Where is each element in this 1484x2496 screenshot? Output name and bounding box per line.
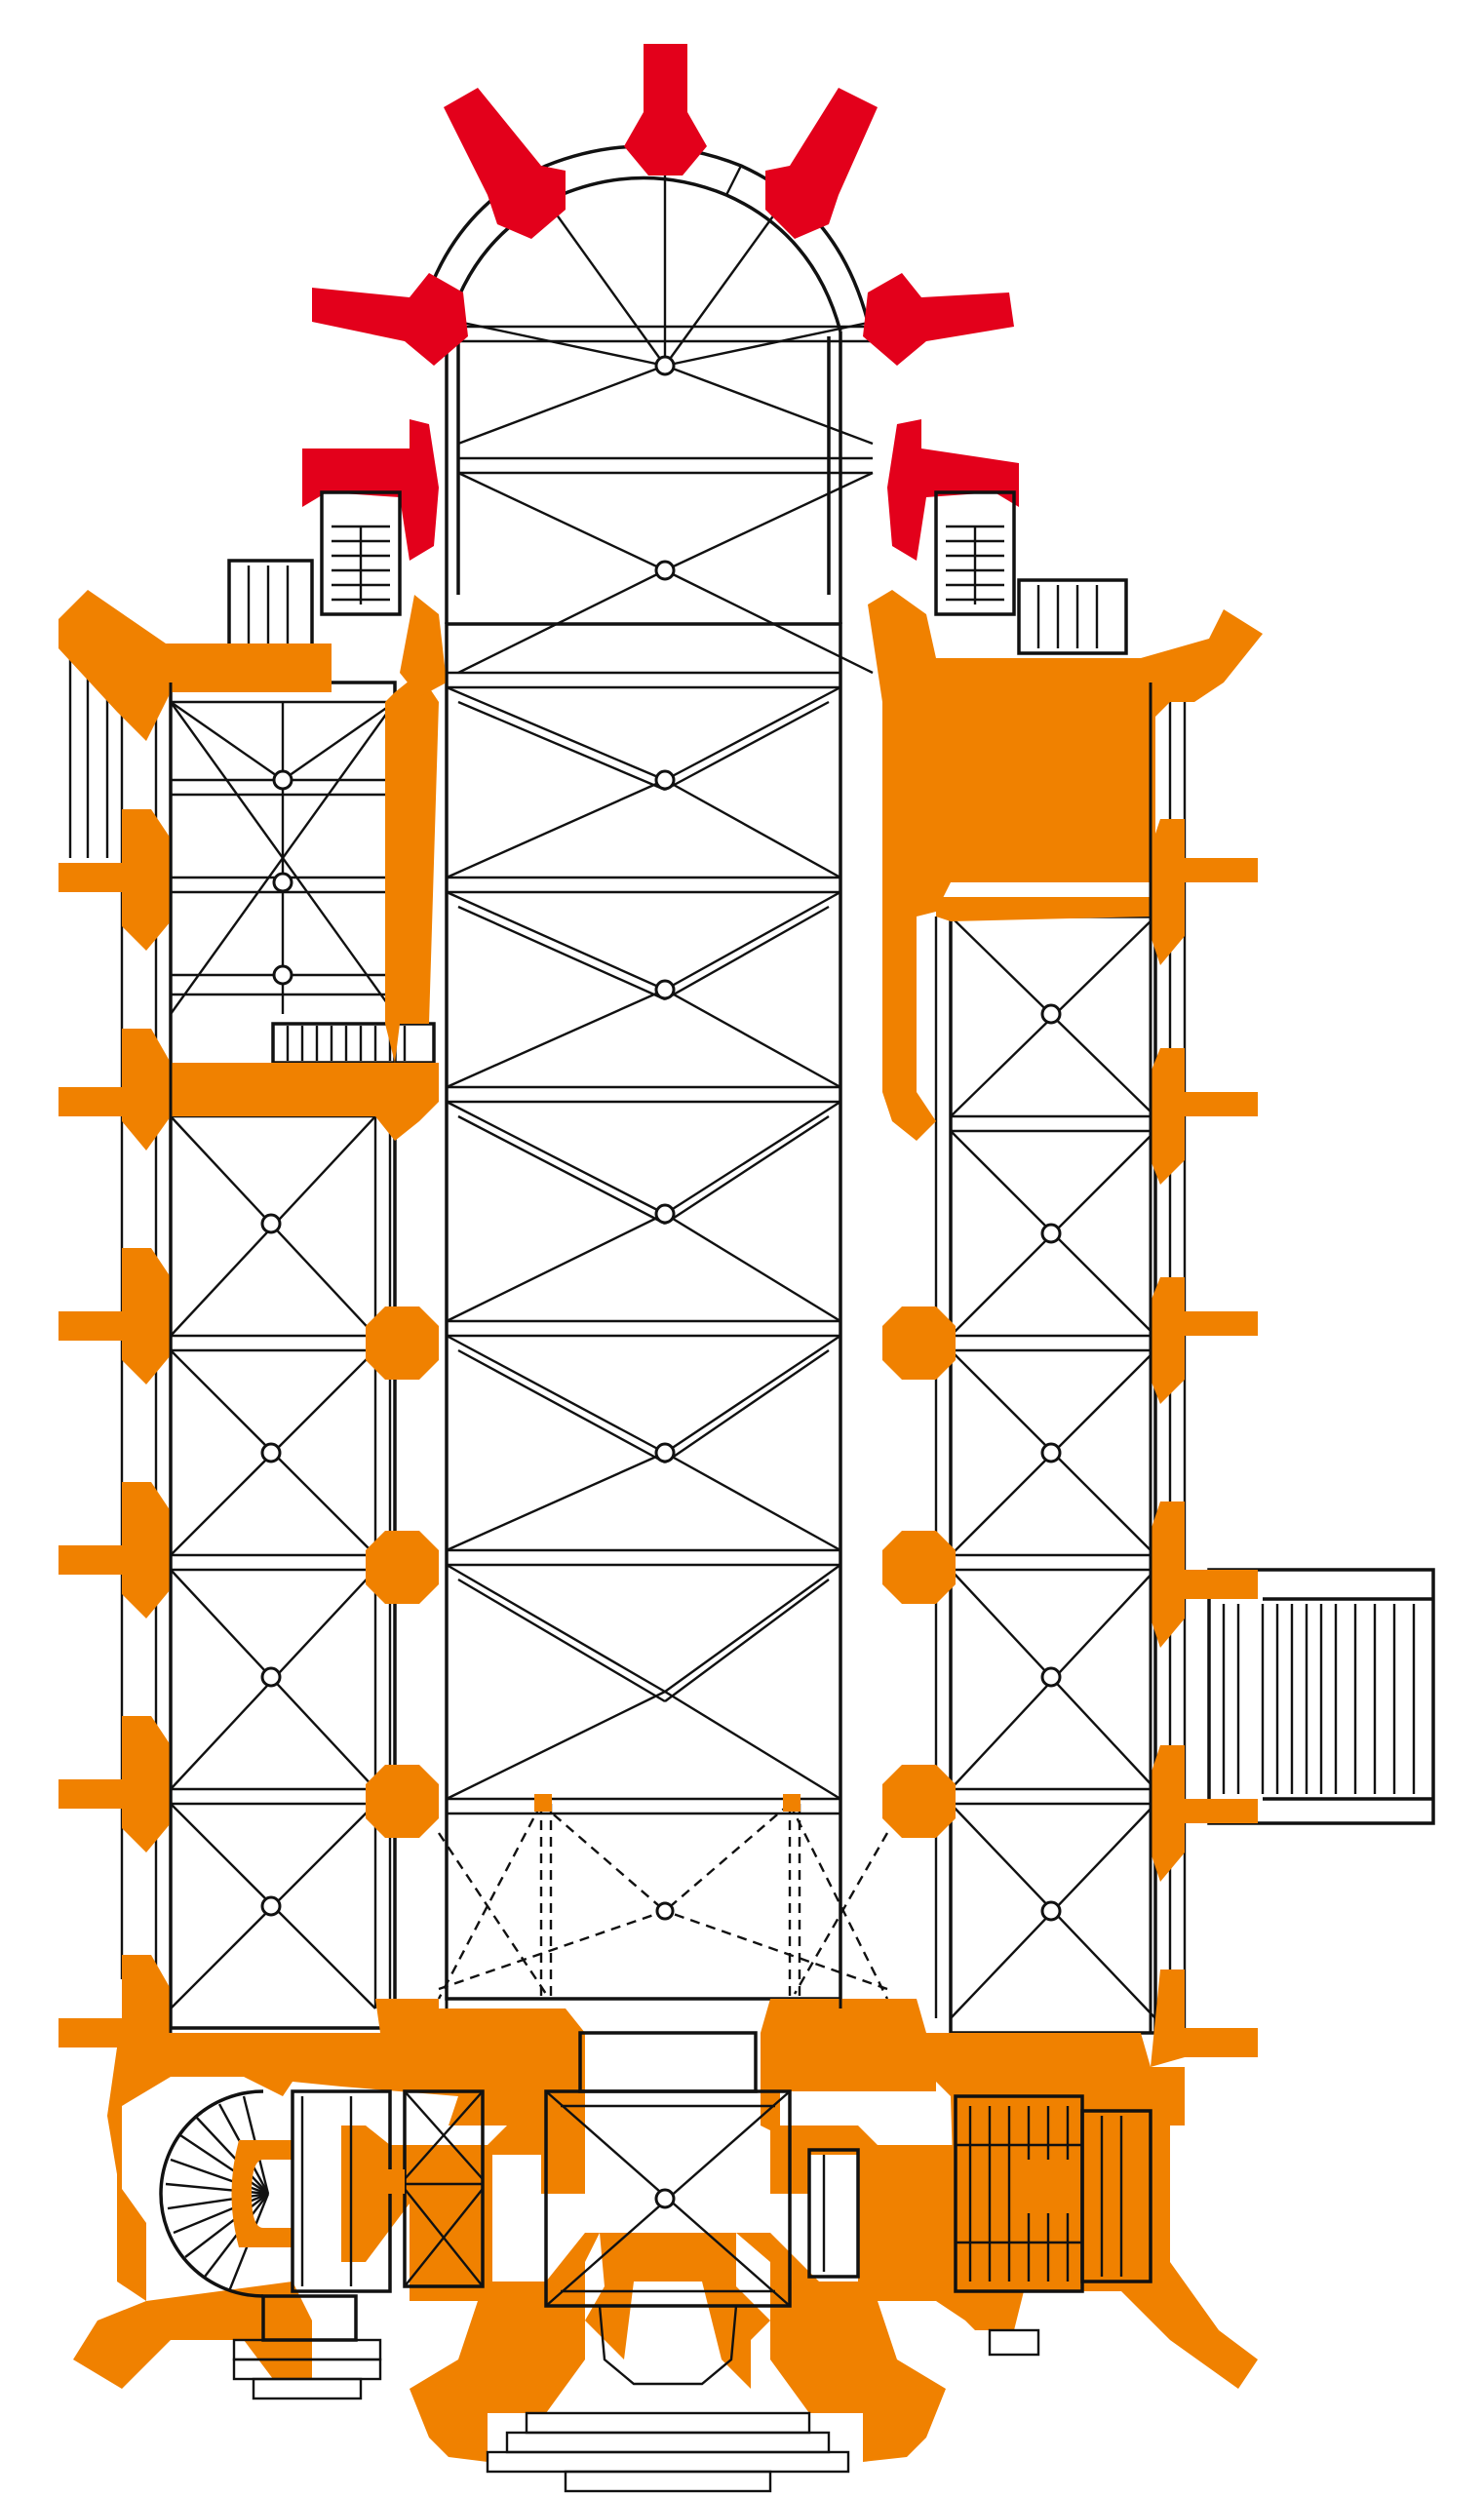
buttress-right [1151,1502,1258,1648]
pier [366,1531,439,1604]
gallery-pillar [783,1794,801,1812]
side-porch [1207,1568,1435,1825]
left-tower [159,2089,485,2400]
buttress-left [59,590,332,741]
vault-boss [654,979,676,1000]
choir-buttress [863,273,1014,366]
vault-boss [272,769,293,791]
choir-buttress [887,419,1019,561]
pier [882,1531,956,1604]
buttress-left [59,1716,171,1852]
vault-boss [1040,1900,1062,1922]
vault-boss [654,2188,676,2209]
pier [366,1765,439,1838]
pier [882,1306,956,1380]
west-vestibule [486,2031,850,2493]
buttress-right [1151,1048,1258,1185]
gallery-pillar [534,1794,552,1812]
vault-boss [260,1213,282,1234]
choir-stair-left [227,490,402,650]
vault-boss [1040,1442,1062,1463]
pier [366,1306,439,1380]
buttress-right [1151,1970,1258,2067]
spiral-stair [165,2095,270,2292]
buttress-right [1151,1277,1258,1404]
outline [169,624,1152,2033]
vault-boss [654,769,676,791]
vault-boss [260,1666,282,1688]
west-steps [486,2305,850,2493]
vault-boss [1040,1223,1062,1244]
buttress-left [59,809,171,951]
masonry [59,590,1263,2462]
choir-buttress [302,419,439,561]
buttress-left [59,1029,439,1150]
choir-buttress [624,44,707,176]
choir-stair-right [934,490,1128,655]
choir-buttress [444,88,566,239]
buttress-right [1151,819,1258,965]
vault-boss [654,560,676,581]
apse-choir [302,44,1019,675]
west-front [59,1955,1258,2462]
choir-buttress [312,273,468,366]
vault-boss [272,872,293,893]
choir-buttress [765,88,878,239]
vault-boss [1040,1666,1062,1688]
nave [437,622,889,2001]
buttress-right [1151,1745,1258,1882]
vault-boss [654,1203,676,1225]
vault-boss [654,1442,676,1463]
vault-boss [654,355,676,376]
pier [882,1765,956,1838]
vault-boss [1040,1003,1062,1025]
right-tower [807,2094,1152,2357]
vault-boss [260,1442,282,1463]
vault-boss [272,964,293,986]
vault-boss [655,1901,675,1921]
gallery-vault [437,1803,889,2000]
buttress-left [59,1482,171,1618]
buttress-left [59,1248,171,1384]
vault-boss [260,1895,282,1917]
